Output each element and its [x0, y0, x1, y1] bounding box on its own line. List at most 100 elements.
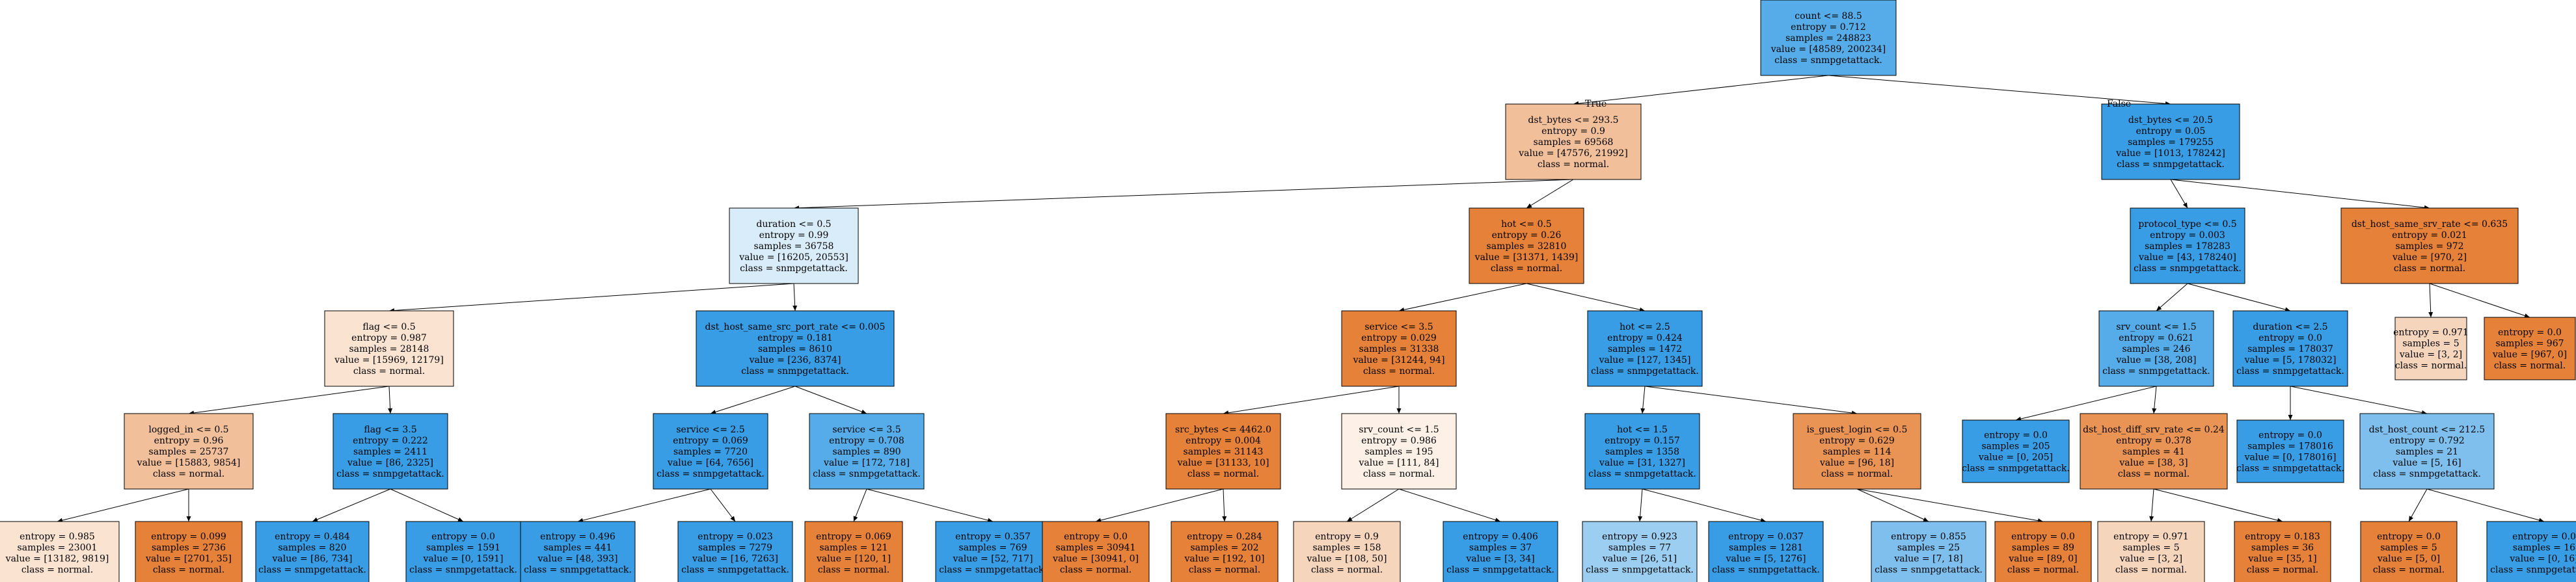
tree-node-box: [135, 521, 243, 582]
tree-node-line: samples = 246: [2122, 344, 2190, 354]
tree-node-line: entropy = 0.0: [1984, 430, 2048, 440]
tree-node-box: [1708, 521, 1824, 582]
tree-node-line: class = normal.: [153, 469, 224, 479]
tree-edge-arrowhead: [457, 517, 463, 522]
tree-node-line: value = [31, 1327]: [1599, 458, 1685, 468]
tree-node-line: flag <= 0.5: [362, 322, 415, 332]
tree-node-line: samples = 114: [1823, 447, 1891, 457]
tree-node-box: [2359, 413, 2495, 490]
tree-edge: [2426, 488, 2545, 522]
tree-node-line: class = snmpgetattack.: [409, 564, 517, 575]
tree-node-line: entropy = 0.0: [2011, 531, 2075, 542]
tree-edge: [1526, 179, 1574, 209]
tree-node-line: entropy = 0.0: [431, 531, 495, 542]
tree-node-box: [1171, 521, 1279, 582]
tree-node-box: [2486, 521, 2576, 582]
tree-node-line: class = snmpgetattack.: [2102, 366, 2210, 377]
tree-edge-arrowhead: [1526, 203, 1532, 208]
tree-node-line: entropy = 0.029: [1361, 333, 1437, 343]
tree-node-line: dst_host_same_src_port_rate <= 0.005: [705, 322, 886, 332]
tree-node-line: service <= 3.5: [832, 425, 901, 435]
tree-edge-arrowhead: [1396, 408, 1402, 414]
tree-node-line: value = [48, 393]: [537, 553, 617, 564]
tree-edge: [1346, 488, 1400, 522]
tree-node-line: samples = 972: [2395, 241, 2463, 252]
tree-node-line: class = normal.: [1363, 469, 1435, 479]
tree-node-box: [1582, 521, 1698, 582]
tree-node-box: [2098, 310, 2214, 387]
tree-edge-arrowhead: [1640, 408, 1646, 414]
tree-node-box: [1871, 521, 1986, 582]
tree-node-line: srv_count <= 1.5: [1359, 425, 1439, 435]
tree-node-line: value = [967, 0]: [2492, 349, 2567, 360]
tree-node-line: value = [48589, 200234]: [1770, 44, 1886, 55]
tree-node-box: [324, 310, 454, 387]
tree-node-box: [1469, 207, 1584, 284]
tree-node-line: service <= 2.5: [676, 425, 744, 435]
tree-node-box: [0, 521, 120, 582]
tree-node-line: is_guest_login <= 0.5: [1807, 425, 1908, 435]
tree-node-line: samples = 21: [2396, 447, 2458, 457]
tree-node-box: [2360, 521, 2458, 582]
tree-node-line: samples = 2736: [152, 542, 226, 553]
tree-node-line: value = [31133, 10]: [1177, 458, 1269, 468]
tree-node-line: class = snmpgetattack.: [741, 366, 849, 377]
tree-node-line: class = normal.: [1311, 564, 1383, 575]
tree-node-line: value = [16205, 20553]: [739, 252, 848, 263]
tree-node-line: samples = 248823: [1785, 33, 1871, 44]
tree-node-box: [2340, 207, 2519, 284]
tree-node-line: value = [172, 718]: [823, 458, 910, 468]
tree-node-line: class = normal.: [21, 564, 93, 575]
tree-node-line: entropy = 0.099: [151, 531, 226, 542]
tree-node-line: entropy = 0.0: [2258, 333, 2322, 343]
tree-node-line: class = snmpgetattack.: [1712, 564, 1820, 575]
tree-edge: [1573, 75, 1829, 105]
tree-node-line: class = normal.: [1363, 366, 1435, 377]
tree-node-line: entropy = 0.621: [2119, 333, 2194, 343]
tree-node-box: [2101, 103, 2240, 180]
tree-node-line: samples = 89: [2012, 542, 2074, 553]
tree-node-line: entropy = 0.037: [1728, 531, 1804, 542]
tree-node-line: class = snmpgetattack.: [1875, 564, 1983, 575]
tree-node-line: entropy = 0.484: [275, 531, 350, 542]
tree-edge: [853, 488, 867, 522]
tree-node-line: value = [38, 208]: [2115, 355, 2196, 365]
tree-node-box: [1505, 103, 1642, 180]
tree-node-n8: dst_host_same_src_port_rate <= 0.005entr…: [696, 310, 895, 387]
tree-node-line: class = snmpgetattack.: [1586, 564, 1694, 575]
tree-node-line: value = [13182, 9819]: [5, 553, 109, 564]
tree-edge-arrowhead: [793, 305, 798, 311]
tree-node-line: samples = 195: [1364, 447, 1433, 457]
tree-node-line: samples = 31338: [1359, 344, 1439, 354]
tree-node-line: samples = 25737: [149, 447, 229, 457]
tree-edge: [1644, 386, 1858, 414]
tree-node-line: value = [120, 1]: [816, 553, 891, 564]
tree-node-line: entropy = 0.0: [2258, 430, 2322, 440]
tree-node-line: samples = 1591: [426, 542, 500, 553]
tree-node-line: value = [108, 50]: [1306, 553, 1387, 564]
tree-node-line: class = normal.: [1189, 564, 1260, 575]
tree-node-line: class = normal.: [2394, 263, 2465, 274]
tree-node-box: [1584, 413, 1700, 490]
tree-node-line: samples = 8610: [758, 344, 832, 354]
tree-node-line: samples = 5: [2380, 542, 2437, 553]
tree-edge-arrowhead: [1495, 518, 1500, 522]
tree-node-line: value = [64, 7656]: [667, 458, 753, 468]
tree-node-line: hot <= 0.5: [1501, 219, 1552, 230]
tree-node-line: value = [3, 2]: [2399, 349, 2462, 360]
tree-node-line: value = [2701, 35]: [145, 553, 232, 564]
tree-node-line: class = snmpgetattack.: [524, 564, 632, 575]
tree-edge: [1398, 488, 1501, 522]
tree-node-line: value = [86, 2325]: [347, 458, 433, 468]
tree-node-box: [255, 521, 370, 582]
tree-edge: [866, 488, 994, 522]
